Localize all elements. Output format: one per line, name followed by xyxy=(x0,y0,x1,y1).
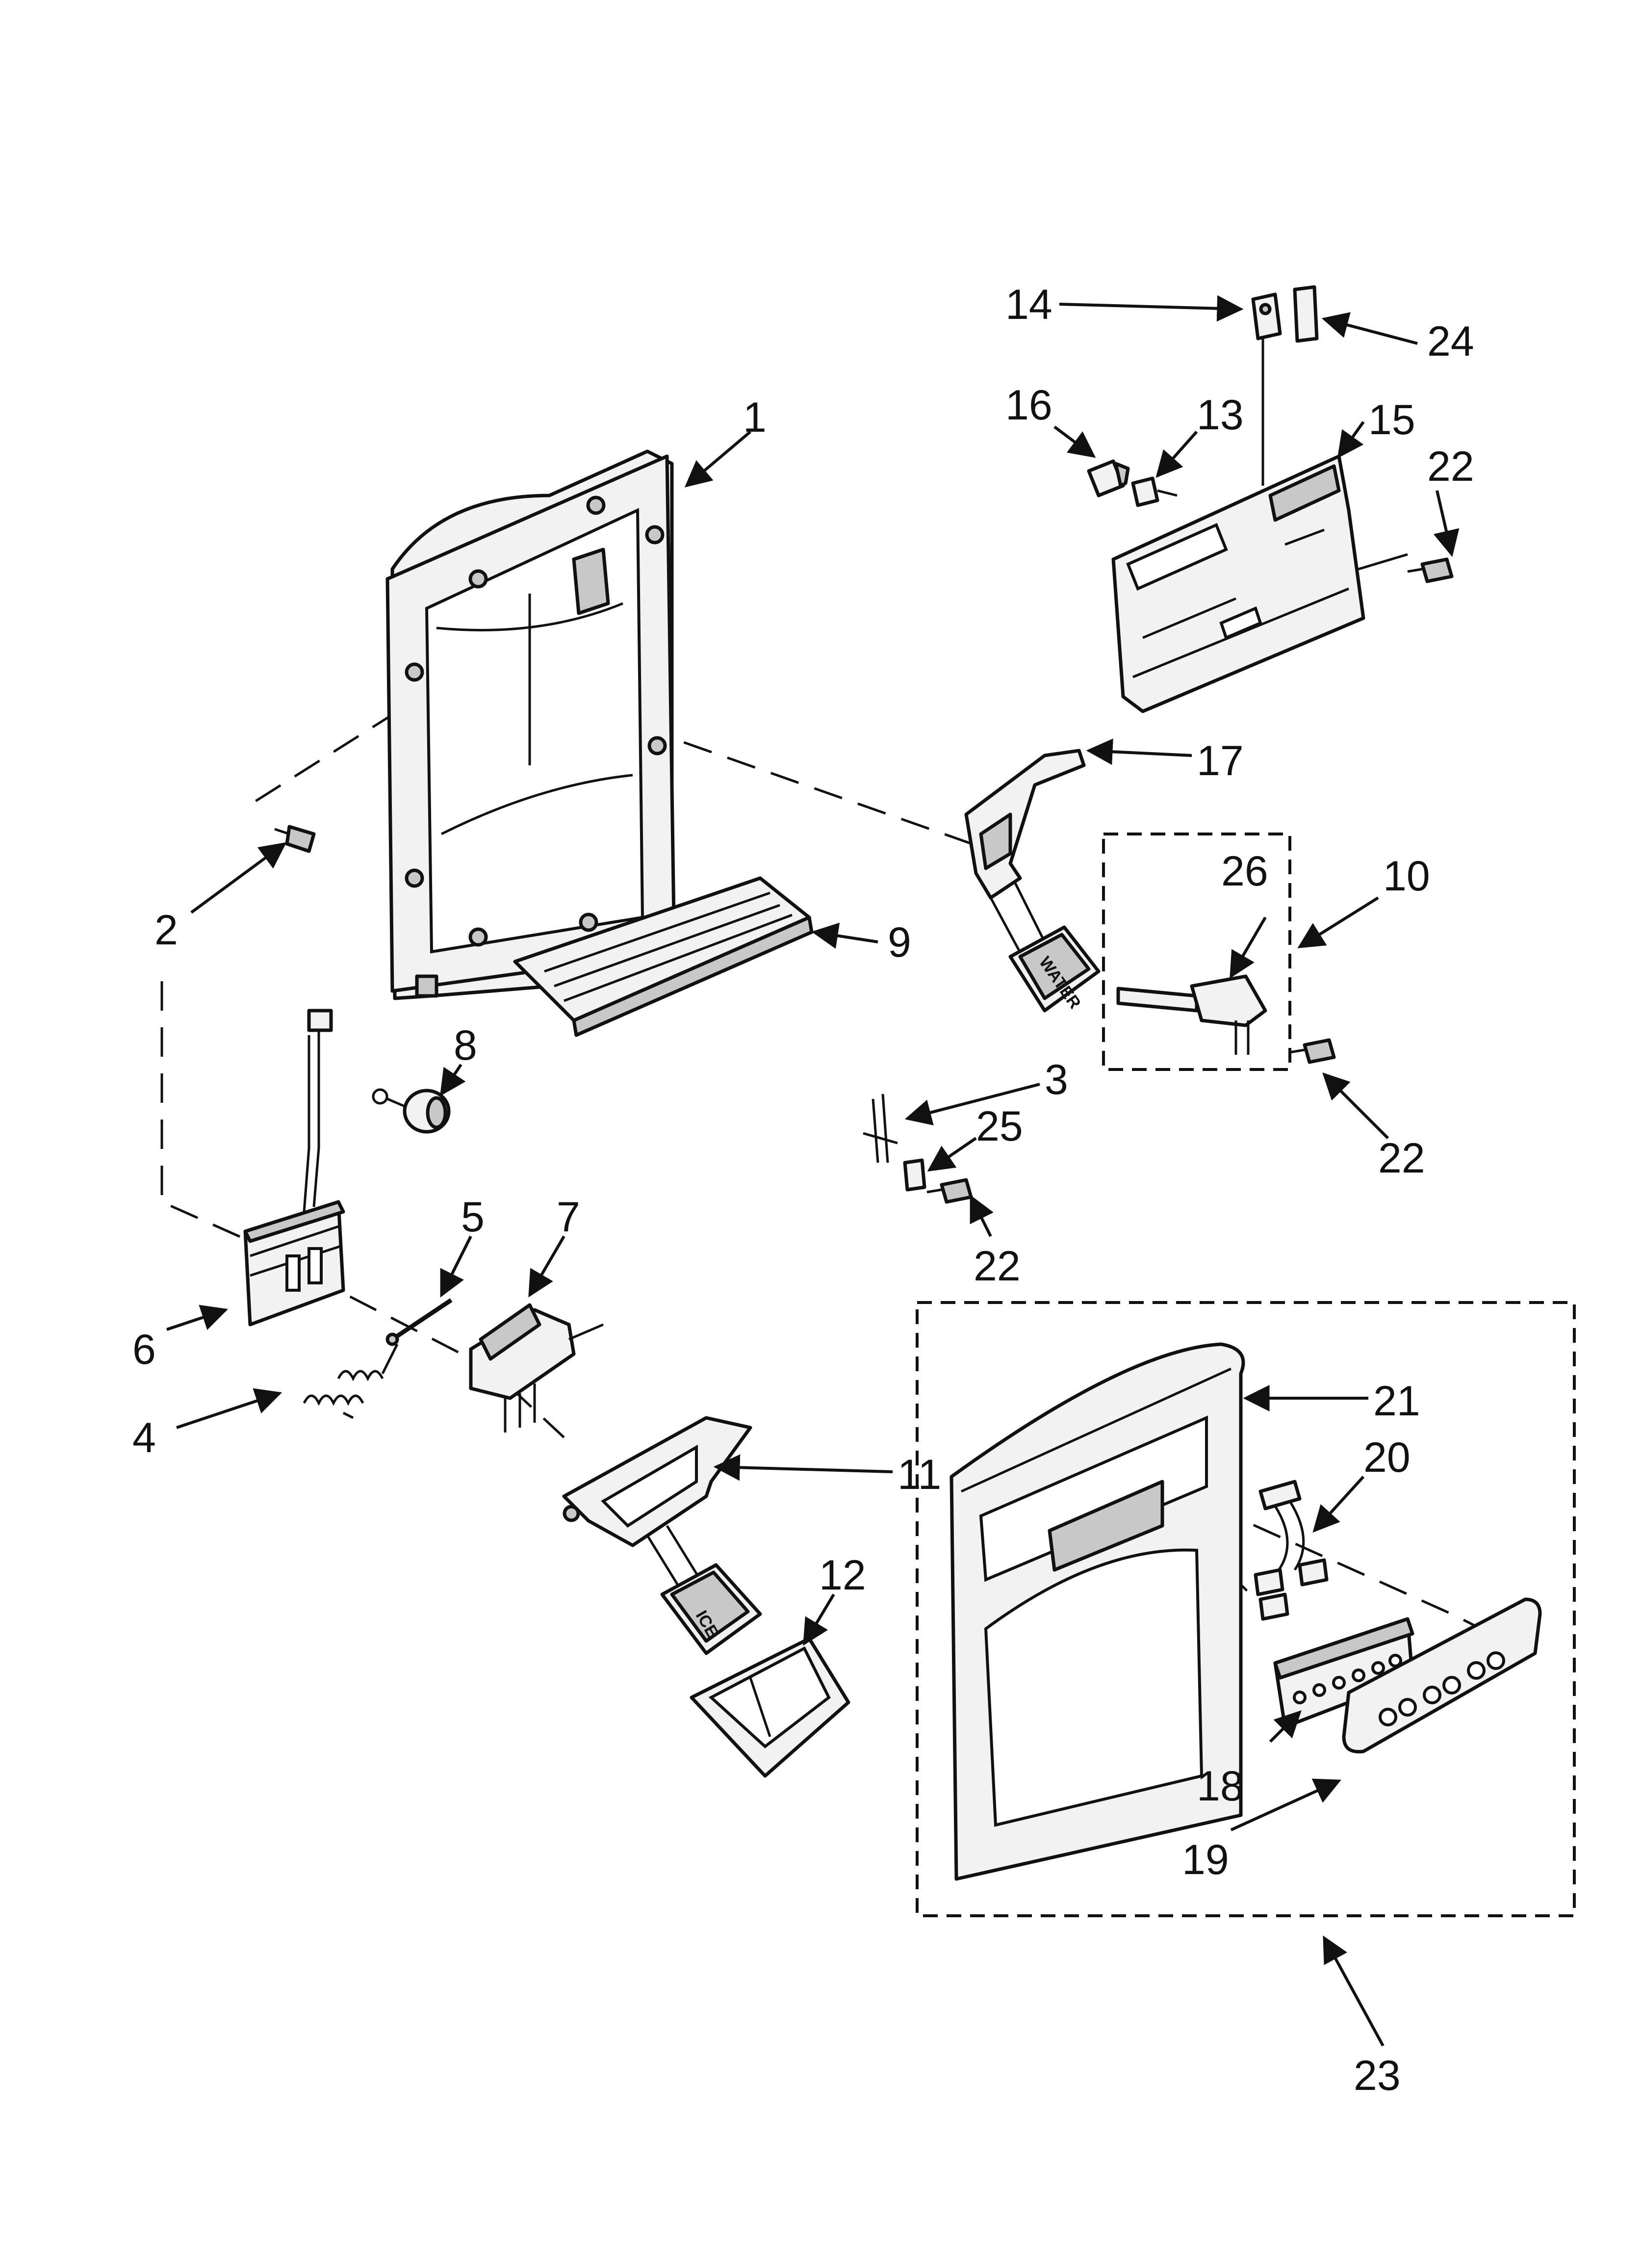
callout-13: 13 xyxy=(1197,391,1244,439)
part-ice-chute xyxy=(690,1637,850,1778)
part-water-lever: WATER xyxy=(964,749,1101,1013)
callout-3: 3 xyxy=(1045,1056,1068,1103)
callout-22-right: 22 xyxy=(1378,1135,1425,1182)
part-insulator-25 xyxy=(903,1158,926,1192)
part-screw-22a xyxy=(1407,557,1454,583)
callout-16: 16 xyxy=(1005,382,1052,429)
callout-15: 15 xyxy=(1368,396,1415,443)
callout-5: 5 xyxy=(461,1194,485,1241)
callout-1: 1 xyxy=(743,394,767,441)
callout-8: 8 xyxy=(454,1022,477,1069)
part-control-overlay xyxy=(1342,1597,1542,1754)
callout-20: 20 xyxy=(1363,1434,1411,1481)
callout-25: 25 xyxy=(976,1103,1023,1150)
part-8 xyxy=(372,1088,451,1134)
part-socket-13 xyxy=(1131,476,1178,507)
callout-12: 12 xyxy=(819,1552,866,1599)
callout-leaders xyxy=(166,295,1460,2047)
callout-14: 14 xyxy=(1005,281,1052,328)
part-solenoid xyxy=(243,1009,345,1327)
callout-21: 21 xyxy=(1373,1378,1420,1425)
part-housing-frame xyxy=(385,449,676,1000)
callout-23: 23 xyxy=(1354,2052,1401,2099)
callout-19: 19 xyxy=(1182,1836,1229,1883)
part-screw-2 xyxy=(274,825,316,853)
part-insulator-24 xyxy=(1293,285,1319,343)
part-switch-bracket xyxy=(1111,454,1365,713)
assembly-guide-lines xyxy=(160,553,1531,1655)
part-ice-lever: ICE xyxy=(562,1416,762,1655)
part-actuator xyxy=(469,1303,604,1433)
part-screw-22c xyxy=(926,1178,973,1204)
callout-9: 9 xyxy=(888,919,911,966)
callout-24: 24 xyxy=(1427,318,1474,365)
part-bulb-16 xyxy=(1087,459,1130,497)
part-control-board xyxy=(1273,1617,1414,1729)
callout-7: 7 xyxy=(557,1194,580,1241)
part-spring xyxy=(303,1343,399,1419)
callout-4: 4 xyxy=(132,1414,156,1461)
callout-22-middle: 22 xyxy=(974,1243,1021,1290)
part-wire-harness xyxy=(1254,1480,1329,1621)
part-spring-clip-3 xyxy=(863,1094,898,1163)
callout-17: 17 xyxy=(1197,737,1244,784)
callout-26: 26 xyxy=(1221,848,1268,895)
frame-screw-holes xyxy=(405,495,667,947)
part-arm-26 xyxy=(1116,974,1267,1055)
part-screw-22b xyxy=(1289,1038,1336,1064)
part-pin xyxy=(385,1298,453,1346)
callout-2: 2 xyxy=(154,907,178,954)
callout-10: 10 xyxy=(1383,853,1430,900)
callout-11: 11 xyxy=(898,1451,941,1498)
callout-6: 6 xyxy=(132,1326,156,1373)
callout-22-top: 22 xyxy=(1427,443,1474,490)
part-front-panel xyxy=(949,1342,1245,1881)
part-switch-14 xyxy=(1251,292,1282,486)
callout-labels: 1 2 3 4 5 6 7 8 9 10 11 12 13 14 15 16 1… xyxy=(132,281,1474,2099)
callout-18: 18 xyxy=(1197,1763,1244,1810)
